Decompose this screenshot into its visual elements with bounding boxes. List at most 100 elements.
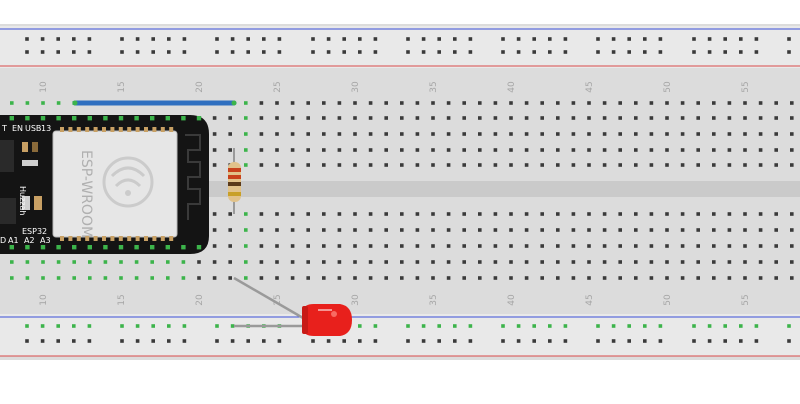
column-number: 30 — [351, 294, 361, 306]
breadboard-hole — [680, 276, 685, 280]
rail-hole — [421, 339, 426, 343]
column-number: 45 — [585, 81, 595, 92]
breadboard-hole — [618, 260, 622, 264]
rail-hole — [246, 50, 250, 54]
module-pad — [76, 127, 81, 132]
breadboard-hole — [712, 101, 716, 105]
rail-hole — [627, 324, 631, 328]
breadboard-hole — [727, 276, 732, 280]
rail-hole — [120, 37, 124, 41]
breadboard-hole — [774, 101, 778, 105]
rail-hole — [707, 37, 712, 41]
breadboard-hole — [696, 132, 700, 136]
rail-hole — [611, 339, 616, 343]
breadboard-hole — [212, 132, 217, 136]
rail-hole — [532, 37, 536, 41]
breadboard-hole — [228, 116, 232, 120]
rail-hole — [120, 339, 124, 343]
breadboard-hole — [696, 276, 700, 280]
breadboard-hole — [556, 116, 560, 120]
breadboard-hole — [712, 116, 716, 120]
breadboard-hole — [712, 148, 716, 152]
rail-hole — [182, 339, 187, 343]
breadboard-hole — [56, 101, 61, 105]
module-pad — [127, 236, 132, 241]
rail-hole — [215, 339, 219, 343]
rail-hole — [358, 37, 362, 41]
rail-hole — [230, 324, 235, 328]
breadboard-hole — [649, 260, 654, 264]
breadboard-hole — [602, 163, 607, 167]
rail-hole — [421, 324, 426, 328]
breadboard-hole — [571, 163, 576, 167]
breadboard-hole — [509, 244, 513, 248]
breadboard-hole — [743, 260, 747, 264]
breadboard-hole — [290, 212, 295, 216]
breadboard-hole — [774, 116, 778, 120]
breadboard-hole — [634, 148, 638, 152]
breadboard-hole — [571, 244, 576, 248]
breadboard-hole — [384, 244, 388, 248]
breadboard-hole — [400, 116, 404, 120]
breadboard-hole — [228, 244, 232, 248]
breadboard-hole — [618, 148, 622, 152]
breadboard-hole — [602, 101, 607, 105]
jumper-wire[interactable] — [72, 100, 237, 106]
rail-hole — [453, 339, 457, 343]
breadboard-hole — [150, 276, 154, 280]
header-pin — [56, 245, 61, 250]
breadboard-hole — [712, 212, 716, 216]
breadboard-hole — [509, 260, 513, 264]
breadboard-hole — [493, 132, 498, 136]
rail-hole — [723, 37, 727, 41]
pin-label-bottom-3: A2 — [24, 236, 35, 245]
pin-label-bottom-4: A3 — [40, 236, 51, 245]
rail-hole — [437, 324, 441, 328]
rail-hole — [627, 50, 631, 54]
resistor[interactable] — [228, 148, 241, 214]
rail-hole — [532, 324, 536, 328]
breadboard-hole — [478, 116, 482, 120]
breadboard-hole — [415, 228, 420, 232]
breadboard-hole — [571, 260, 576, 264]
module-pad — [144, 236, 148, 241]
rail-hole — [262, 37, 266, 41]
breadboard-hole — [322, 163, 326, 167]
breadboard-hole — [524, 244, 529, 248]
breadboard-hole — [556, 148, 560, 152]
module-pad — [152, 236, 157, 241]
breadboard-hole — [540, 212, 544, 216]
rail-hole — [453, 37, 457, 41]
breadboard-hole — [415, 276, 420, 280]
breadboard-hole — [306, 163, 310, 167]
breadboard-hole — [446, 228, 451, 232]
breadboard-hole — [696, 163, 700, 167]
breadboard-hole — [259, 101, 264, 105]
red-led[interactable] — [233, 276, 352, 336]
breadboard-hole — [384, 148, 388, 152]
esp32-board[interactable]: ESP-WROOM T EN USB 13 Huzzah ESP32 D A1 … — [0, 115, 209, 254]
breadboard-hole — [259, 276, 264, 280]
breadboard-hole — [556, 101, 560, 105]
header-pin — [9, 245, 14, 250]
breadboard-hole — [228, 260, 232, 264]
module-pad — [127, 127, 132, 132]
rail-hole — [277, 37, 282, 41]
rail-hole — [787, 50, 791, 54]
breadboard-hole — [415, 163, 420, 167]
breadboard-hole — [556, 132, 560, 136]
breadboard-hole — [368, 101, 373, 105]
breadboard-hole — [540, 228, 544, 232]
column-number: 15 — [117, 81, 127, 92]
breadboard-hole — [524, 132, 529, 136]
breadboard-hole — [353, 101, 357, 105]
breadboard-hole — [275, 212, 279, 216]
rail-hole — [373, 50, 378, 54]
breadboard-hole — [322, 212, 326, 216]
chip-label: ESP32 — [22, 227, 47, 236]
header-pin — [40, 245, 46, 250]
rail-hole — [516, 324, 521, 328]
rail-hole — [230, 339, 235, 343]
breadboard-hole — [665, 260, 669, 264]
